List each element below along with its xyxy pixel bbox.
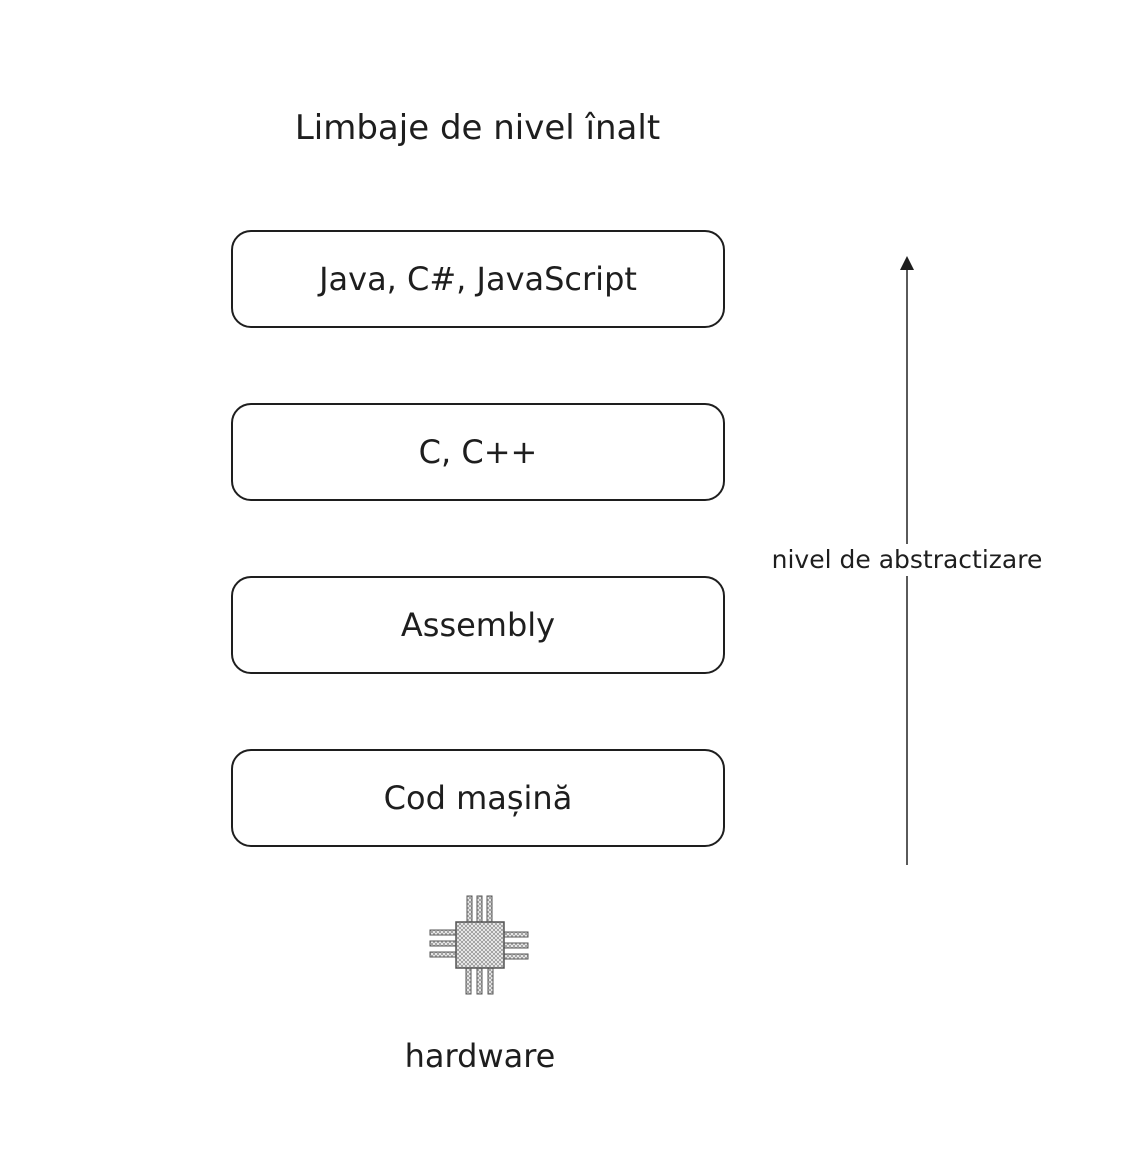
chip-icon <box>429 895 529 995</box>
layer-label: Assembly <box>400 606 556 644</box>
axis-label: nivel de abstractizare <box>740 544 1074 576</box>
layer-box-assembly: Assembly <box>231 576 725 674</box>
layer-box-high-level: Java, C#, JavaScript <box>231 230 725 328</box>
layer-label: C, C++ <box>418 433 538 471</box>
arrow-head-icon <box>900 256 914 270</box>
layer-label: Cod mașină <box>383 779 573 817</box>
layer-box-c: C, C++ <box>231 403 725 501</box>
layer-box-machine-code: Cod mașină <box>231 749 725 847</box>
diagram-title: Limbaje de nivel înalt <box>294 108 661 148</box>
hardware-label: hardware <box>404 1037 556 1075</box>
layer-label: Java, C#, JavaScript <box>319 260 637 298</box>
